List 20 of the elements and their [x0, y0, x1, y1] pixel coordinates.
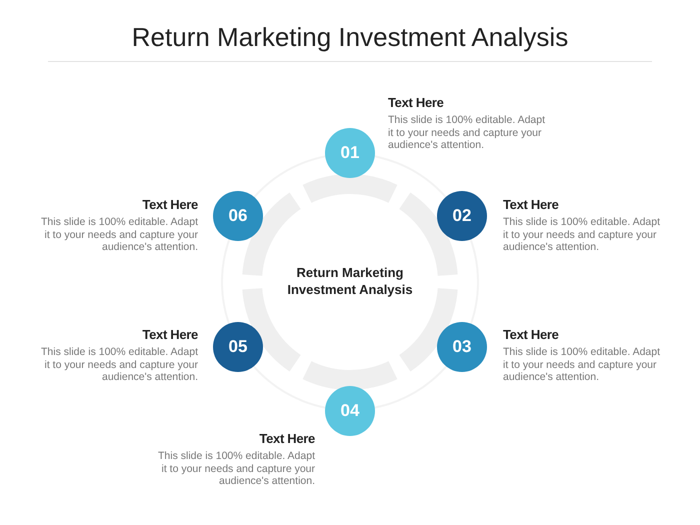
heading: Text Here	[141, 197, 198, 212]
heading: Text Here	[141, 327, 198, 342]
heading: Text Here	[388, 95, 444, 110]
number-circle: 04	[325, 386, 375, 436]
number-circle: 05	[213, 322, 263, 372]
title: Return Marketing Investment Analysis	[130, 22, 570, 53]
number-circle: 02	[437, 191, 487, 241]
description: This slide is 100% editable. Adapt it to your needs and capture your audience's attention.	[503, 346, 662, 384]
number-circle: 01	[325, 128, 375, 178]
heading: Text Here	[503, 197, 559, 212]
heading: Text Here	[258, 431, 315, 446]
description: This slide is 100% editable. Adapt it to your needs and capture your audience's attention.	[40, 346, 198, 384]
number-circle: 03	[437, 322, 487, 372]
description: This slide is 100% editable. Adapt it to your needs and capture your audience's attention.	[40, 216, 198, 254]
description: This slide is 100% editable. Adapt it to your needs and capture your audience's attention.	[388, 114, 546, 152]
description: This slide is 100% editable. Adapt it to your needs and capture your audience's attention.	[503, 216, 662, 254]
description: This slide is 100% editable. Adapt it to your needs and capture your audience's attention.	[156, 450, 315, 488]
heading: Text Here	[503, 327, 559, 342]
number-circle: 06	[213, 191, 263, 241]
center-label: Return Marketing Investment Analysis	[286, 264, 414, 298]
